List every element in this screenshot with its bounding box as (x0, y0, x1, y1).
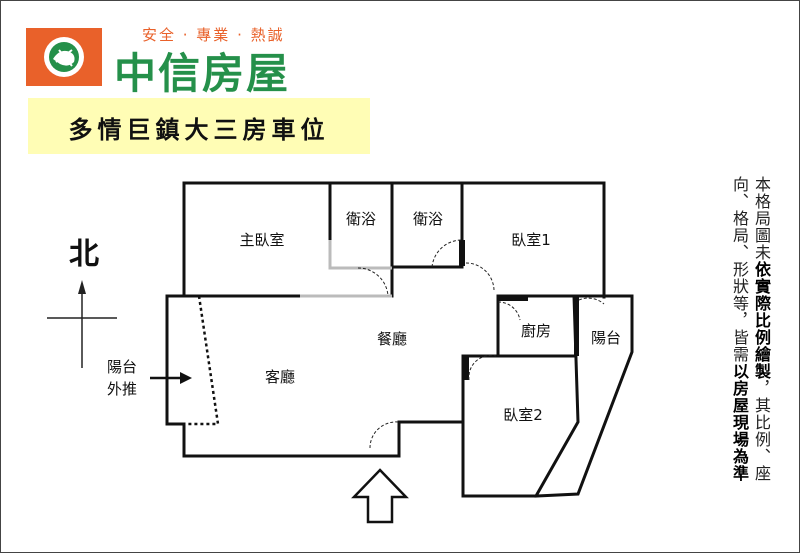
light-walls (300, 240, 392, 298)
disclaimer-part-1a: 本格局圖未 (752, 176, 771, 261)
room-dining: 餐廳 (377, 330, 407, 348)
disclaimer-part-1c: ，其比例、座 (752, 380, 771, 482)
wall-fill (459, 240, 579, 380)
disclaimer-part-1b: 依實際比例繪製 (752, 261, 771, 380)
room-living: 客廳 (265, 368, 295, 386)
up-arrow-icon (351, 468, 409, 524)
balcony-note-line1: 陽台 (107, 358, 137, 376)
room-bathroom-2: 衛浴 (413, 210, 443, 228)
right-arrow-icon (150, 372, 192, 384)
title-banner: 多情巨鎮大三房車位 (28, 98, 370, 154)
banner-title: 多情巨鎮大三房車位 (68, 116, 330, 144)
room-bathroom-1: 衛浴 (346, 210, 376, 228)
balcony-dashed-wall (184, 295, 220, 426)
room-labels: 主臥室 衛浴 衛浴 臥室1 餐廳 廚房 陽台 客廳 臥室2 陽台 外推 (107, 210, 621, 424)
compass-cross (47, 280, 117, 368)
brand-logo-icon (26, 28, 102, 86)
room-kitchen: 廚房 (521, 322, 551, 340)
brand-slogan: 安全 · 專業 · 熱誠 (142, 26, 285, 44)
room-balcony: 陽台 (591, 329, 621, 347)
disclaimer-line-2: 向、格局、形狀等，皆需以房屋現場為準 (729, 176, 750, 482)
north-label: 北 (69, 237, 99, 272)
disclaimer-part-2a: 向、格局、形狀等，皆需 (730, 176, 749, 363)
balcony-note-line2: 外推 (107, 380, 137, 398)
disclaimer-line-1: 本格局圖未依實際比例繪製，其比例、座 (751, 176, 772, 482)
disclaimer-part-2b: 以房屋現場為準 (730, 363, 749, 482)
door-swings (357, 239, 605, 449)
walls (165, 181, 634, 498)
room-master-bedroom: 主臥室 (239, 231, 284, 249)
brand-logo: 安全 · 專業 · 熱誠 中信房屋 (26, 24, 336, 98)
room-bedroom-2: 臥室2 (503, 406, 543, 424)
brand-name: 中信房屋 (114, 49, 291, 98)
room-bedroom-1: 臥室1 (511, 231, 551, 249)
